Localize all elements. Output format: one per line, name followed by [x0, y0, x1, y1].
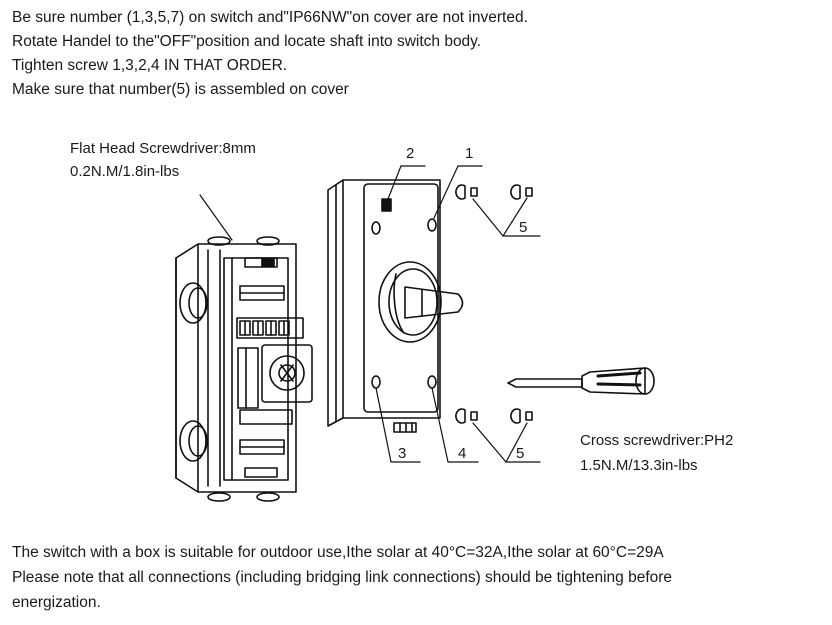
- switch-cover: [327, 179, 464, 433]
- flat-screwdriver-torque: 0.2N.M/1.8in-lbs: [70, 163, 180, 180]
- note-1: The switch with a box is suitable for ou…: [12, 544, 664, 561]
- callout-number-3: 3: [398, 445, 407, 462]
- callout-number-4: 4: [458, 445, 467, 462]
- cover-screws: [455, 184, 533, 424]
- enclosure-box: [175, 236, 313, 502]
- callout-number-5-top: 5: [519, 219, 528, 236]
- instruction-1: Be sure number (1,3,5,7) on switch and"I…: [12, 9, 528, 26]
- cross-screwdriver-label: Cross screwdriver:PH2: [580, 432, 734, 449]
- leader-lines: [199, 165, 541, 463]
- callout-number-1: 1: [465, 145, 474, 162]
- instruction-3: Tighten screw 1,3,2,4 IN THAT ORDER.: [12, 57, 288, 74]
- note-2: Please note that all connections (includ…: [12, 569, 673, 586]
- instruction-4: Make sure that number(5) is assembled on…: [12, 81, 349, 98]
- flat-screwdriver-label: Flat Head Screwdriver:8mm: [70, 140, 256, 157]
- instruction-2: Rotate Handel to the"OFF"position and lo…: [12, 33, 482, 50]
- cross-screwdriver: [507, 367, 655, 395]
- callout-number-5-bottom: 5: [516, 445, 525, 462]
- note-3: energization.: [12, 594, 101, 611]
- callout-number-2: 2: [406, 145, 415, 162]
- cross-screwdriver-torque: 1.5N.M/13.3in-lbs: [580, 457, 698, 474]
